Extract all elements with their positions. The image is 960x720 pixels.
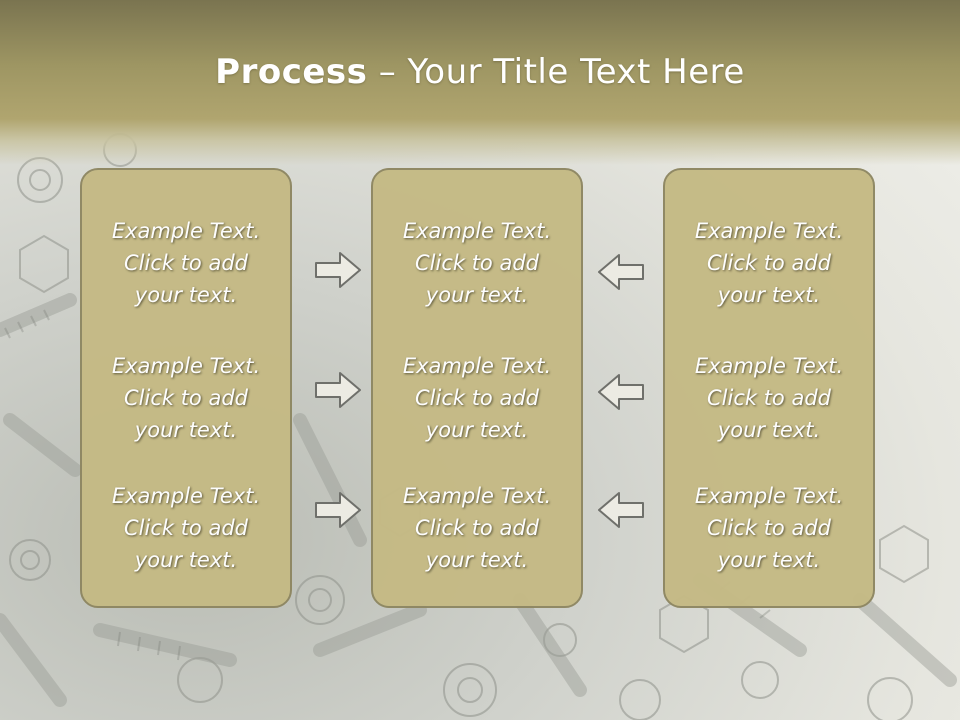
text-block[interactable]: Example Text. Click to add your text. [373,215,581,311]
text-block[interactable]: Example Text. Click to add your text. [82,480,290,576]
title-dash: – [367,52,408,92]
text-line: Click to add [414,386,539,410]
text-block[interactable]: Example Text. Click to add your text. [665,215,873,311]
text-block[interactable]: Example Text. Click to add your text. [82,350,290,446]
arrow-left-icon [598,492,644,528]
arrow-right-icon [315,252,361,288]
title-banner [0,0,960,165]
page-title[interactable]: Process – Your Title Text Here [0,52,960,92]
arrow-right-icon [315,492,361,528]
title-bold-part: Process [215,52,368,92]
text-line: Click to add [414,516,539,540]
text-line: Click to add [123,516,248,540]
text-line: Example Text. [694,219,844,243]
text-line: Example Text. [402,484,552,508]
text-block[interactable]: Example Text. Click to add your text. [665,350,873,446]
text-line: Example Text. [402,219,552,243]
text-line: your text. [134,283,238,307]
text-line: your text. [425,418,529,442]
text-line: Example Text. [694,484,844,508]
text-line: Click to add [706,251,831,275]
text-line: Example Text. [111,354,261,378]
text-line: your text. [425,283,529,307]
text-line: your text. [717,418,821,442]
arrow-right-icon [315,372,361,408]
text-line: Click to add [123,251,248,275]
text-line: Example Text. [111,484,261,508]
text-line: Example Text. [111,219,261,243]
text-line: your text. [717,283,821,307]
text-line: Click to add [706,386,831,410]
text-line: your text. [134,418,238,442]
text-block[interactable]: Example Text. Click to add your text. [665,480,873,576]
text-block[interactable]: Example Text. Click to add your text. [373,350,581,446]
text-line: Example Text. [694,354,844,378]
arrow-left-icon [598,374,644,410]
text-block[interactable]: Example Text. Click to add your text. [82,215,290,311]
text-line: Example Text. [402,354,552,378]
text-line: Click to add [706,516,831,540]
text-line: your text. [134,548,238,572]
process-box-right[interactable]: Example Text. Click to add your text. Ex… [663,168,875,608]
text-line: your text. [717,548,821,572]
title-text-part: Your Title Text Here [407,52,745,92]
process-box-left[interactable]: Example Text. Click to add your text. Ex… [80,168,292,608]
text-line: Click to add [123,386,248,410]
text-line: Click to add [414,251,539,275]
text-block[interactable]: Example Text. Click to add your text. [373,480,581,576]
process-box-center[interactable]: Example Text. Click to add your text. Ex… [371,168,583,608]
text-line: your text. [425,548,529,572]
arrow-left-icon [598,254,644,290]
